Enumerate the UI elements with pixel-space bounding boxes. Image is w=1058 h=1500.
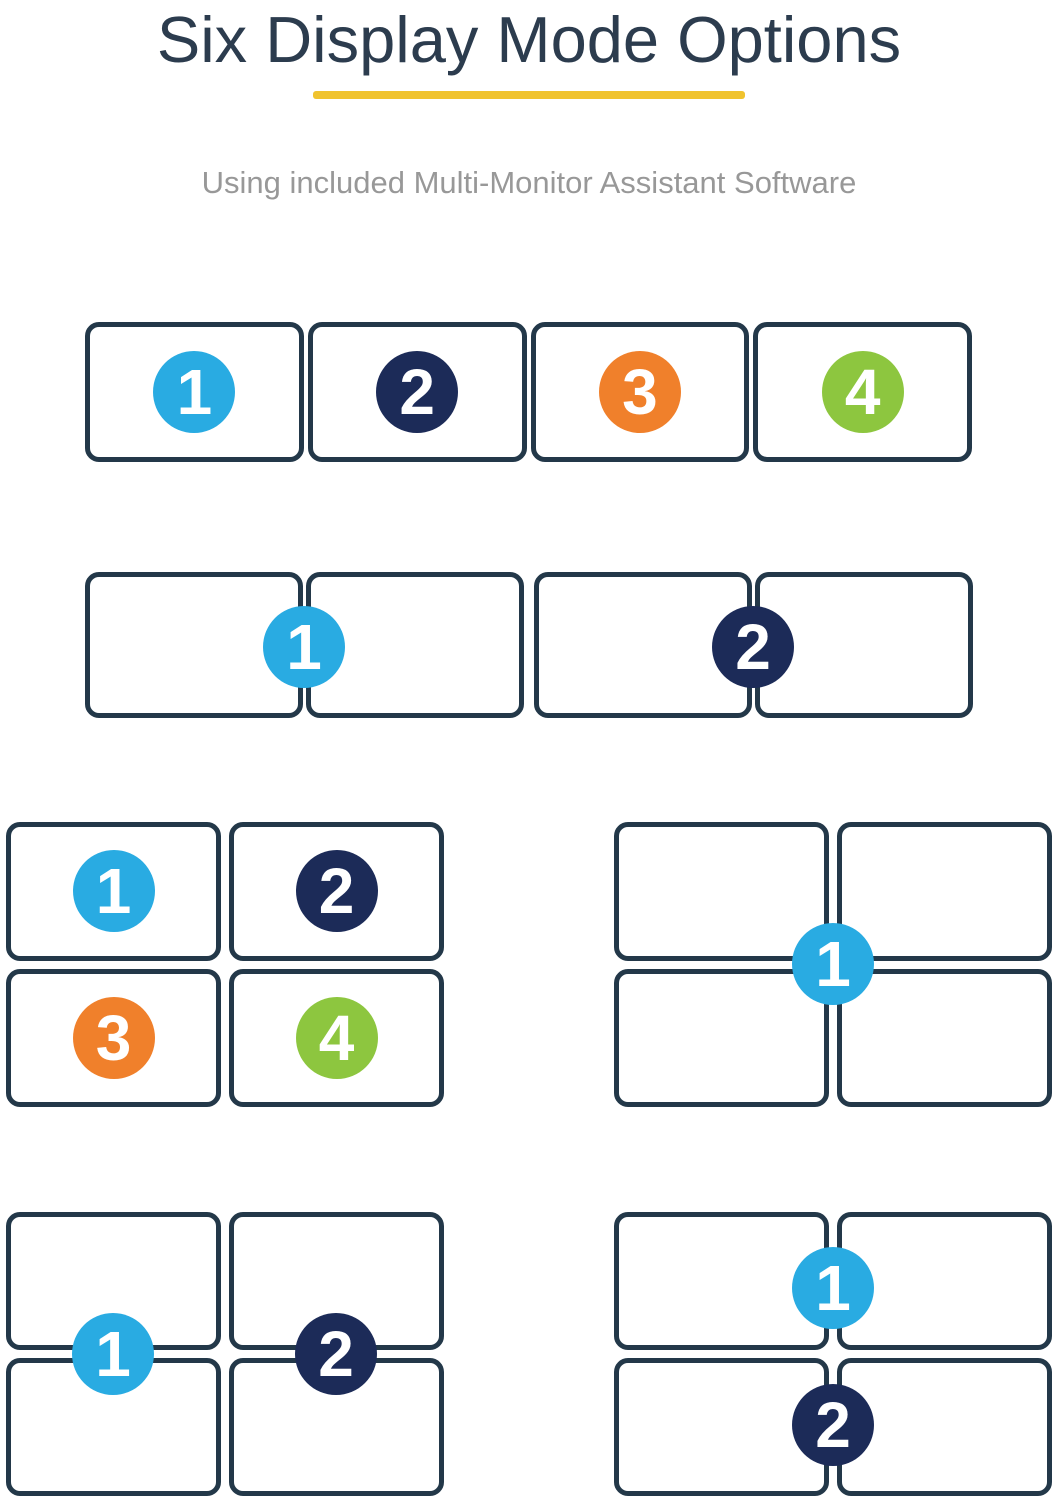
display-1-badge: 1 — [792, 923, 874, 1005]
monitor: 3 — [530, 322, 750, 462]
monitor — [837, 822, 1052, 961]
page-title: Six Display Mode Options — [156, 3, 902, 76]
monitor: 1 — [85, 322, 304, 462]
page-subtitle: Using included Multi-Monitor Assistant S… — [201, 165, 857, 200]
display-1-badge: 1 — [792, 1247, 874, 1329]
display-1-badge: 1 — [153, 351, 236, 433]
monitor: 2 — [307, 322, 527, 462]
monitor: 3 — [6, 968, 221, 1107]
display-1-badge: 1 — [72, 1313, 154, 1395]
mode-panel-horizontal-spans-grid: 1 2 — [614, 1212, 1052, 1496]
display-2-badge: 2 — [376, 351, 459, 433]
display-2-badge: 2 — [295, 850, 378, 933]
mode-panel-four-extended-grid: 1 2 3 4 — [6, 822, 444, 1107]
monitor: 2 — [229, 822, 444, 961]
title-underline-accent — [313, 91, 745, 99]
display-2-badge: 2 — [295, 1313, 377, 1395]
display-2-badge: 2 — [712, 606, 794, 688]
display-3-badge: 3 — [598, 351, 681, 433]
monitor: 4 — [229, 968, 444, 1107]
mode-panel-four-extended-row: 1 2 3 4 — [85, 322, 972, 462]
display-2-badge: 2 — [792, 1384, 874, 1466]
monitor — [614, 822, 829, 961]
display-3-badge: 3 — [72, 996, 155, 1079]
mode-panel-vertical-spans-grid: 1 2 — [6, 1212, 444, 1496]
monitor — [614, 968, 829, 1107]
mode-panel-single-span-grid: 1 — [614, 822, 1052, 1107]
display-1-badge: 1 — [72, 850, 155, 933]
monitor — [837, 968, 1052, 1107]
display-1-badge: 1 — [263, 606, 345, 688]
display-4-badge: 4 — [295, 996, 378, 1079]
mode-panel-two-spanned-row: 1 2 — [85, 572, 973, 718]
monitor: 1 — [6, 822, 221, 961]
monitor: 4 — [753, 322, 972, 462]
display-4-badge: 4 — [821, 351, 904, 433]
